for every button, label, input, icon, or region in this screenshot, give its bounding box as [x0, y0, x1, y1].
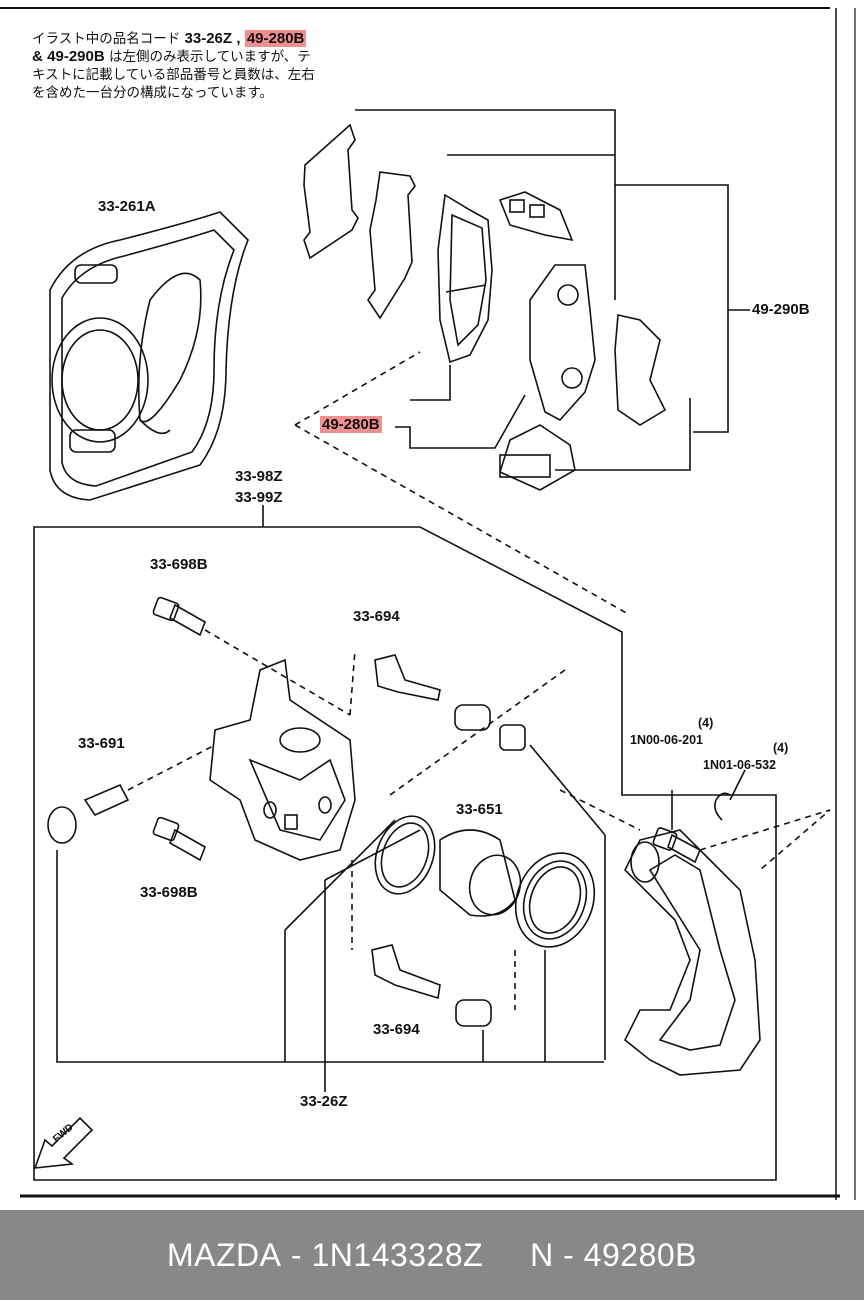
piston-boot-part: [514, 852, 596, 948]
label-33-651: 33-651: [456, 801, 503, 818]
note-line3: キストに記載している部品番号と員数は、左右: [32, 67, 315, 83]
note-code-49-280b: 49-280B: [244, 30, 307, 47]
footer-dash-1: -: [281, 1236, 312, 1273]
bolt-top-part: [152, 596, 206, 637]
caliper-bracket-part: [623, 829, 761, 1076]
footer-part-number: 1N143328Z: [311, 1236, 484, 1273]
note-code-33-26z: 33-26Z: [184, 30, 233, 47]
label-33-694-bottom: 33-694: [373, 1021, 420, 1038]
note-ampersand: &: [32, 48, 43, 65]
clip-part: [714, 792, 731, 821]
part-number-footer: MAZDA - 1N143328Z N - 49280B: [0, 1210, 864, 1300]
footer-code-prefix: N: [530, 1236, 554, 1273]
caliper-body-part: [209, 658, 356, 861]
label-49-280b: 49-280B: [320, 416, 382, 433]
label-33-698b-top: 33-698B: [150, 556, 208, 573]
footer-code: 49280B: [583, 1236, 697, 1273]
footer-brand: MAZDA: [167, 1236, 282, 1273]
label-33-26z: 33-26Z: [300, 1093, 348, 1110]
bleeder-screw-part: [47, 783, 130, 844]
guide-pin-top-part: [374, 654, 441, 701]
label-33-261a: 33-261A: [98, 198, 156, 215]
footer-gap: [483, 1237, 530, 1274]
boot-part: [454, 704, 526, 751]
exploded-parts-diagram: [0, 7, 856, 1200]
guide-pin-bottom-part: [371, 944, 492, 1027]
dust-shield-part: [49, 211, 249, 501]
label-33-698b-bottom: 33-698B: [140, 884, 198, 901]
note-text: イラスト中の品名コード 33-26Z , 49-280B & 49-290B は…: [32, 30, 315, 102]
label-33-98z: 33-98Z: [235, 468, 283, 485]
note-line2-text: は左側のみ表示していますが、テ: [108, 49, 311, 65]
label-1n00-06-201: 1N00-06-201: [630, 733, 703, 747]
label-1n01-qty: (4): [773, 741, 789, 755]
label-1n00-qty: (4): [698, 716, 714, 730]
label-33-99z: 33-99Z: [235, 489, 283, 506]
piston-part: [439, 829, 522, 917]
label-49-290b: 49-290B: [752, 301, 810, 318]
label-33-691: 33-691: [78, 735, 125, 752]
label-1n01-06-532: 1N01-06-532: [703, 758, 776, 772]
footer-dash-2: -: [553, 1236, 584, 1273]
label-33-694-top: 33-694: [353, 608, 400, 625]
bolt-bottom-part: [152, 816, 206, 862]
bracket-bolt-part: [652, 827, 702, 864]
note-separator: ,: [236, 30, 241, 47]
piston-seal-part: [374, 815, 436, 895]
fwd-arrow-icon: [33, 1116, 94, 1169]
note-line4: を含めた一台分の構成になっています。: [32, 85, 273, 101]
note-code-49-290b: 49-290B: [47, 48, 105, 65]
note-line1-prefix: イラスト中の品名コード: [32, 31, 181, 47]
pad-shims-part: [303, 123, 667, 491]
